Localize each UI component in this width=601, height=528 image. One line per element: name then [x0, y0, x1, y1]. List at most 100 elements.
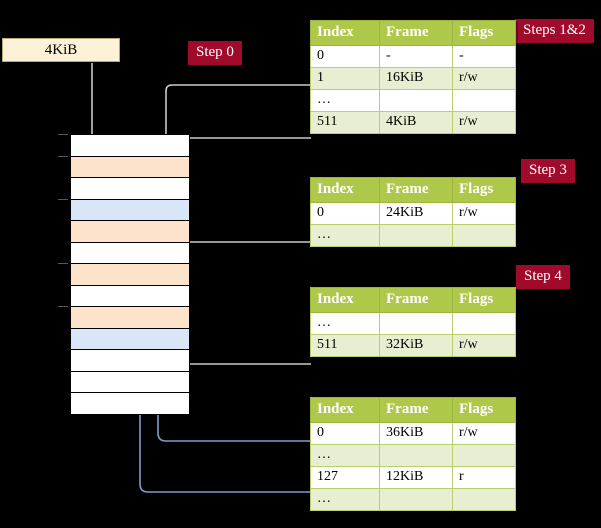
column-header-flags: Flags	[452, 397, 516, 423]
cell-index: …	[310, 224, 380, 247]
column-header-index: Index	[310, 177, 380, 203]
table-row: …	[310, 488, 516, 511]
cell-index: …	[310, 444, 380, 467]
column-header-frame: Frame	[379, 20, 453, 46]
cell-flags: r/w	[452, 422, 516, 445]
cell-frame: 24KiB	[379, 202, 453, 225]
cell-index: 1	[310, 67, 380, 90]
column-header-frame: Frame	[379, 287, 453, 313]
table-row: …	[310, 444, 516, 467]
memory-frame-row	[70, 134, 190, 157]
cell-index: …	[310, 89, 380, 112]
cell-index: 511	[310, 334, 380, 357]
cell-index: 0	[310, 422, 380, 445]
steps-1-2-label: Steps 1&2	[523, 22, 586, 38]
table-header-row: Index Frame Flags	[310, 20, 516, 46]
column-header-frame: Frame	[379, 397, 453, 423]
cell-frame	[379, 488, 453, 511]
step-4-badge: Step 4	[516, 265, 570, 289]
wire-steps12-b	[170, 137, 311, 158]
cell-frame: 4KiB	[379, 111, 453, 134]
memory-frame-row	[70, 370, 190, 393]
memory-frame-row	[70, 306, 190, 329]
cell-index: 0	[310, 45, 380, 68]
virtual-page-label: 4KiB	[44, 42, 78, 58]
column-header-index: Index	[310, 20, 380, 46]
table-row: …	[310, 89, 516, 112]
step-0-badge: Step 0	[188, 41, 242, 65]
cell-flags	[452, 89, 516, 112]
memory-frame-row	[70, 284, 190, 307]
cell-frame	[379, 312, 453, 335]
cell-flags: r	[452, 466, 516, 489]
cell-index: …	[310, 312, 380, 335]
cell-index: 0	[310, 202, 380, 225]
cell-frame	[379, 89, 453, 112]
memory-frame-row	[70, 349, 190, 372]
step-0-label: Step 0	[196, 44, 234, 60]
memory-row-tick	[58, 306, 68, 307]
cell-flags	[452, 312, 516, 335]
table-row: …	[310, 312, 516, 335]
cell-flags: r/w	[452, 67, 516, 90]
cell-frame: 36KiB	[379, 422, 453, 445]
cell-flags	[452, 488, 516, 511]
memory-frame-row	[70, 263, 190, 286]
memory-row-tick	[58, 263, 68, 264]
cell-frame	[379, 444, 453, 467]
memory-frame-row	[70, 198, 190, 221]
memory-frame-row	[70, 327, 190, 350]
memory-frame-row	[70, 155, 190, 178]
cell-flags	[452, 224, 516, 247]
step-3-badge: Step 3	[521, 159, 575, 183]
cell-flags	[452, 444, 516, 467]
memory-frame-row	[70, 241, 190, 264]
step-4-label: Step 4	[524, 268, 562, 284]
column-header-flags: Flags	[452, 20, 516, 46]
physical-memory-column	[58, 134, 190, 415]
cell-index: …	[310, 488, 380, 511]
cell-frame: -	[379, 45, 453, 68]
memory-row-tick	[58, 155, 68, 157]
memory-frame-row	[70, 392, 190, 415]
table-header-row: Index Frame Flags	[310, 287, 516, 313]
cell-flags: r/w	[452, 334, 516, 357]
table-header-row: Index Frame Flags	[310, 177, 516, 203]
cell-frame: 32KiB	[379, 334, 453, 357]
cell-flags: -	[452, 45, 516, 68]
column-header-flags: Flags	[452, 177, 516, 203]
steps-1-2-badge: Steps 1&2	[515, 19, 594, 43]
memory-row-tick	[58, 134, 68, 135]
step-3-label: Step 3	[529, 162, 567, 178]
table-header-row: Index Frame Flags	[310, 397, 516, 423]
cell-flags: r/w	[452, 111, 516, 134]
cell-index: 511	[310, 111, 380, 134]
memory-frame-row	[70, 220, 190, 243]
memory-row-tick	[58, 198, 68, 200]
cell-index: 127	[310, 466, 380, 489]
column-header-index: Index	[310, 287, 380, 313]
memory-frame-row	[70, 177, 190, 200]
cell-frame: 16KiB	[379, 67, 453, 90]
wire-step3	[172, 241, 311, 262]
cell-frame: 12KiB	[379, 466, 453, 489]
column-header-index: Index	[310, 397, 380, 423]
table-row: 0--	[310, 45, 516, 68]
column-header-frame: Frame	[379, 177, 453, 203]
cell-frame	[379, 224, 453, 247]
